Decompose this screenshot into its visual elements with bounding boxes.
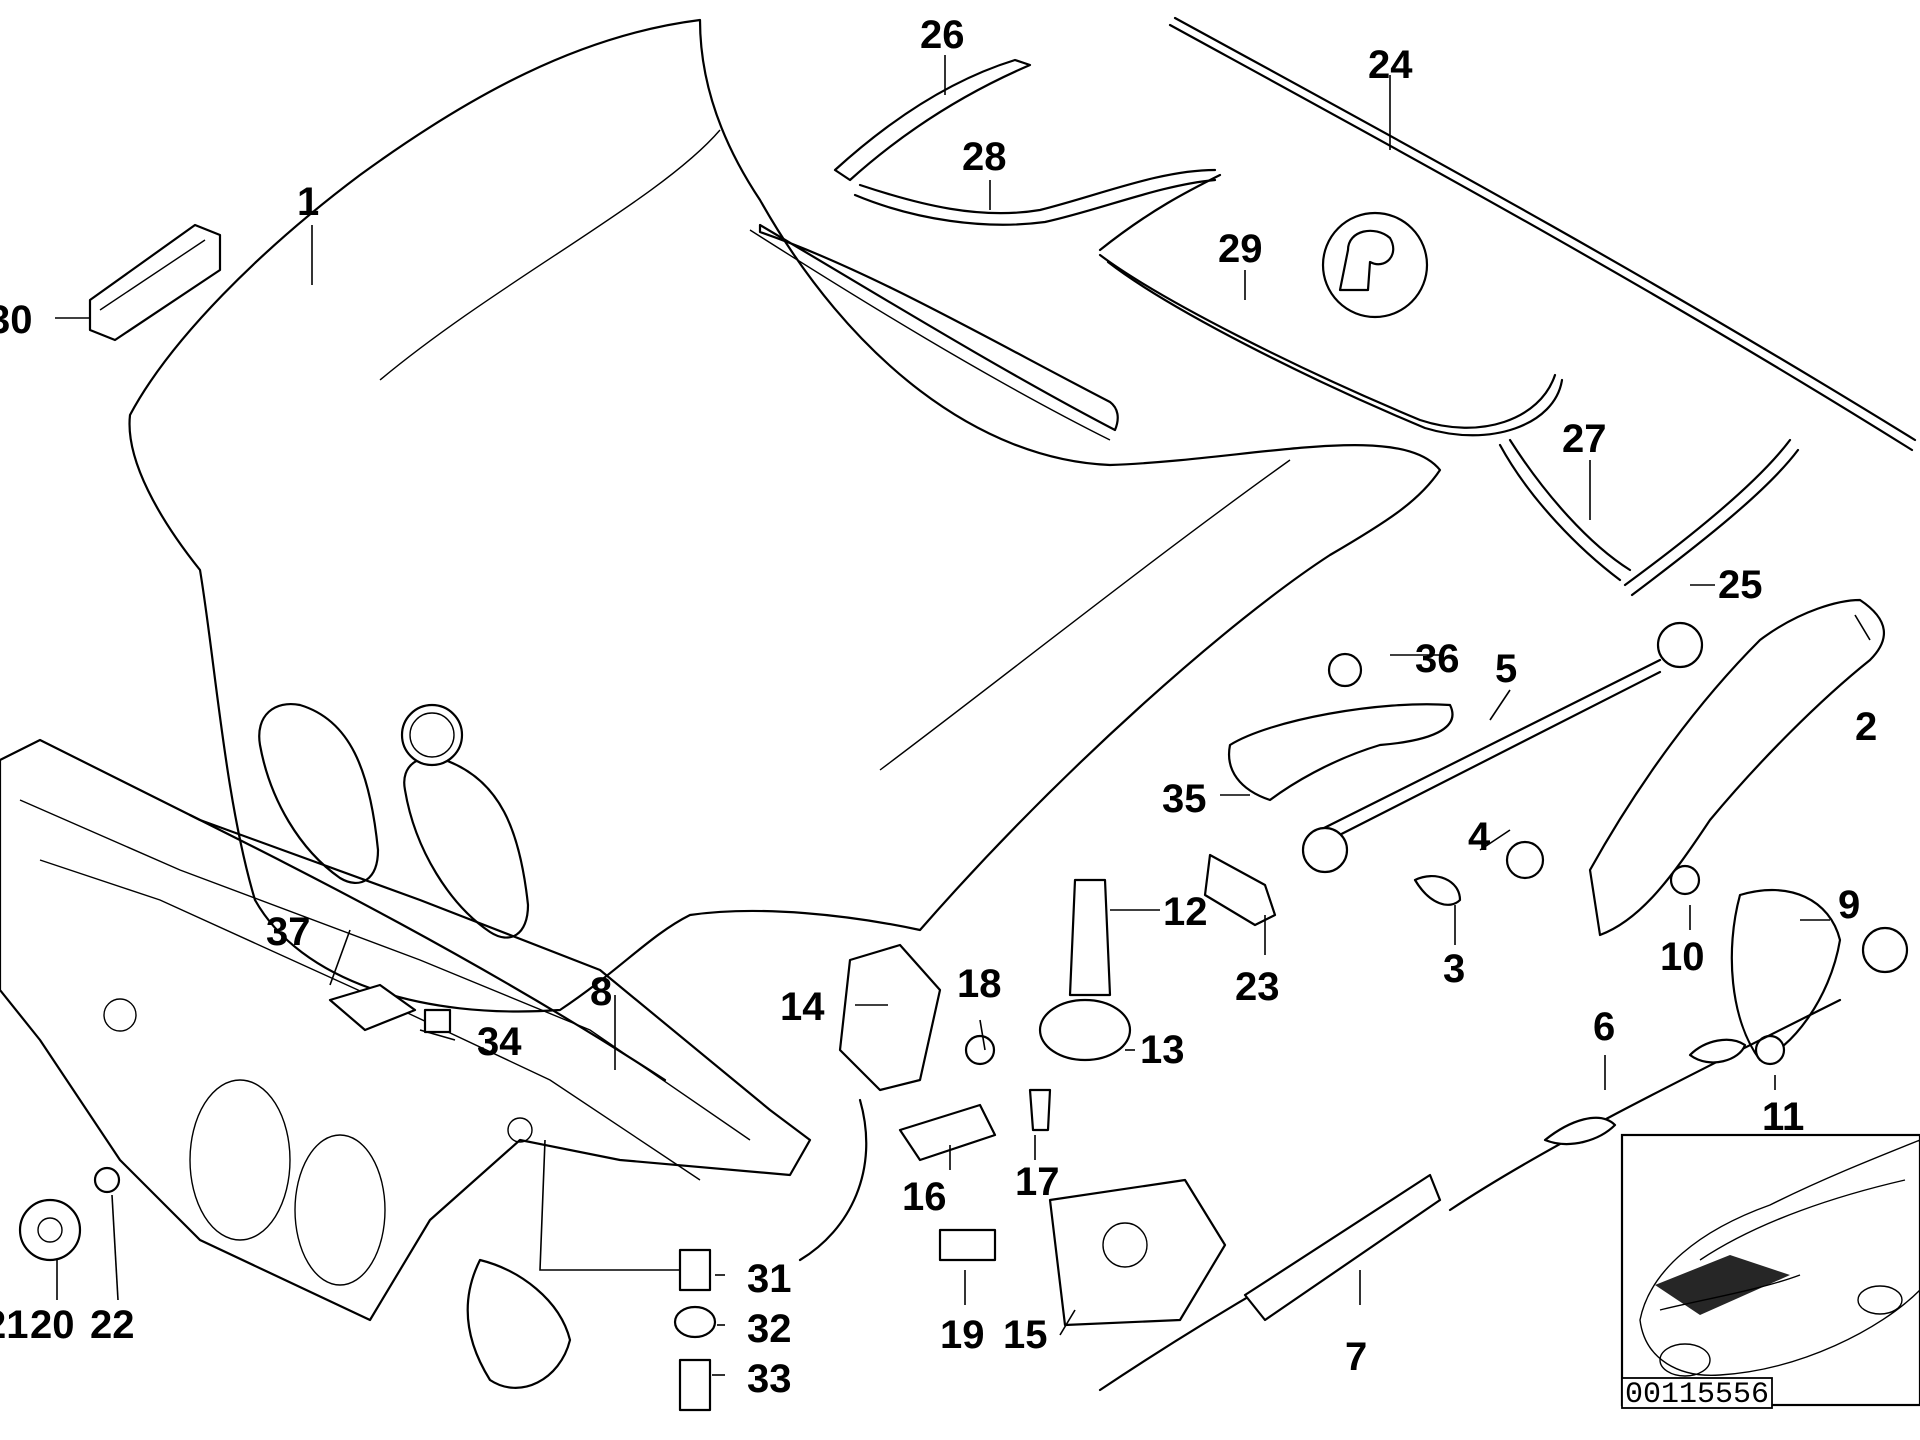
callout-30: 30	[0, 298, 33, 342]
small-parts	[18, 598, 1909, 1412]
callout-7: 7	[1345, 1335, 1367, 1379]
seal-25	[1623, 438, 1800, 597]
callout-25: 25	[1718, 563, 1763, 607]
callout-21: 21	[0, 1303, 29, 1347]
callout-18: 18	[957, 962, 1002, 1006]
callout-5: 5	[1495, 647, 1517, 691]
seal-29	[1098, 173, 1557, 429]
seal-27	[1498, 438, 1632, 582]
callout-10: 10	[1660, 935, 1705, 979]
callout-3: 3	[1443, 947, 1465, 991]
vehicle-inset: 00115556	[1620, 1133, 1920, 1412]
callout-6: 6	[1593, 1005, 1615, 1049]
callout-17: 17	[1015, 1160, 1060, 1204]
callout-15: 15	[1003, 1313, 1048, 1357]
callout-4: 4	[1468, 815, 1491, 859]
callout-20: 20	[30, 1303, 75, 1347]
callout-34: 34	[477, 1020, 522, 1064]
callout-37: 37	[266, 910, 311, 954]
callout-27: 27	[1562, 417, 1607, 461]
callout-22: 22	[90, 1303, 135, 1347]
seal-26	[833, 58, 1032, 182]
callout-26: 26	[920, 13, 965, 57]
callout-11-inset: 11	[1762, 1095, 1804, 1139]
callout-11: 11	[1762, 1095, 1804, 1139]
callout-35: 35	[1162, 777, 1207, 821]
callout-1: 1	[297, 180, 319, 224]
clip-30	[88, 223, 222, 342]
callout-19: 19	[940, 1313, 985, 1357]
reference-number: 00115556	[1625, 1378, 1769, 1412]
leader-lines	[55, 55, 1871, 1376]
callout-12: 12	[1163, 890, 1208, 934]
callout-32: 32	[747, 1307, 792, 1351]
callout-23: 23	[1235, 965, 1280, 1009]
callout-2: 2	[1855, 705, 1877, 749]
front-carrier	[0, 738, 812, 1389]
callout-13: 13	[1140, 1028, 1185, 1072]
callout-36: 36	[1415, 637, 1460, 681]
callout-29: 29	[1218, 227, 1263, 271]
callout-33: 33	[747, 1357, 792, 1401]
callout-24: 24	[1368, 43, 1413, 87]
callout-labels: 1 2 3 4 5 6 7 8 9 10 11 11 12 13 14 15 1…	[0, 13, 1877, 1401]
callout-28: 28	[962, 135, 1007, 179]
callout-8: 8	[590, 970, 612, 1014]
callout-14: 14	[780, 985, 825, 1029]
callout-31: 31	[747, 1257, 792, 1301]
seal-group	[833, 16, 1917, 597]
hood-panel	[128, 18, 1442, 1013]
seal-28	[858, 168, 1217, 215]
callout-9: 9	[1838, 883, 1860, 927]
seal-24	[1173, 16, 1917, 442]
callout-16: 16	[902, 1175, 947, 1219]
